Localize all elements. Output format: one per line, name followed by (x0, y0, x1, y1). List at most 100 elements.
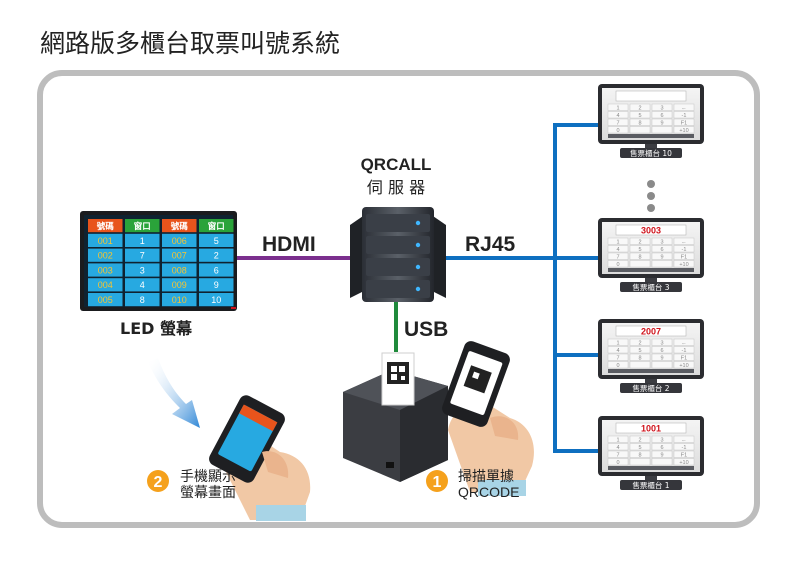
diagram-title: 網路版多櫃台取票叫號系統 (40, 29, 340, 58)
keypad-key-label: 7 (616, 453, 619, 459)
led-cell (88, 263, 123, 277)
keypad-key (629, 237, 651, 245)
counter-number-display (615, 90, 687, 102)
network-lines (237, 123, 598, 453)
led-cell-text: 6 (214, 265, 219, 275)
keypad-key (673, 443, 695, 451)
counter-number-display (615, 325, 687, 337)
keypad-key (673, 353, 695, 361)
led-header-cell (199, 219, 234, 233)
hdmi-label: HDMI (262, 233, 316, 256)
led-header-cell (125, 219, 160, 233)
counter-number-text: 2007 (641, 327, 661, 337)
keypad-key-label: 9 (660, 255, 663, 261)
keypad-key-label: 8 (638, 255, 641, 261)
counter-number-display (615, 422, 687, 434)
keypad-key-label: +10 (679, 128, 688, 134)
keypad-key-label: 4 (616, 348, 619, 354)
led-cell-text: 004 (98, 280, 113, 290)
keypad-key-label: F1 (681, 356, 687, 362)
keypad-key (607, 443, 629, 451)
keypad-key-label: 1 (616, 106, 619, 112)
led-cell (199, 248, 234, 262)
keypad-key-label: 7 (616, 121, 619, 127)
keypad-key-label: 9 (660, 453, 663, 459)
led-cell-text: 9 (214, 280, 219, 290)
led-cell (162, 278, 197, 292)
keypad-key (673, 458, 695, 466)
monitor-stand (620, 383, 682, 393)
keypad-key-label: 2 (638, 240, 641, 246)
keypad-key-label: 5 (638, 247, 641, 253)
arrow-icon (148, 358, 200, 428)
led-cell-text: 4 (140, 280, 145, 290)
keypad-key-label: 1 (616, 438, 619, 444)
server-subtitle: 伺 服 器 (367, 178, 425, 197)
keypad-key-label: 5 (638, 113, 641, 119)
keypad-key (629, 346, 651, 354)
keypad-key-label: 4 (616, 113, 619, 119)
keypad-key (673, 126, 695, 134)
keypad-key (607, 450, 629, 458)
led-cell (125, 263, 160, 277)
led-cell-text: 8 (140, 295, 145, 305)
keypad-key (629, 252, 651, 260)
keypad-key-label: 8 (638, 356, 641, 362)
step-1-line2: QRCODE (458, 484, 519, 500)
counter-name: 售票櫃台 1 (632, 480, 669, 490)
keypad-key (629, 435, 651, 443)
counter-name: 售票櫃台 10 (630, 148, 672, 158)
keypad-key (673, 260, 695, 268)
keypad-key-label: 9 (660, 356, 663, 362)
keypad-key-label: 0 (616, 363, 619, 369)
step-number-1: 1 (433, 474, 442, 491)
system-frame (37, 70, 760, 528)
keypad-key (607, 111, 629, 119)
keypad-key-label: 8 (638, 121, 641, 127)
keypad-bottom-bar (608, 268, 694, 272)
led-cell (162, 293, 197, 307)
led-cell (162, 248, 197, 262)
led-cell-text: 007 (172, 251, 187, 261)
led-cell-text: 10 (211, 295, 221, 305)
keypad-key-label: 3 (660, 106, 663, 112)
keypad-key (607, 346, 629, 354)
keypad-key-label: ← (681, 106, 687, 112)
step-1-line1: 掃描單據 (458, 468, 514, 485)
keypad-key (607, 338, 629, 346)
keypad-key-label: 7 (616, 356, 619, 362)
keypad-key (629, 361, 651, 369)
keypad-key (629, 103, 651, 111)
counter-name: 售票櫃台 2 (632, 383, 669, 393)
keypad-key (629, 245, 651, 253)
led-cell-text: 001 (98, 236, 113, 246)
keypad-key-label: +10 (679, 262, 688, 268)
keypad-key (629, 260, 651, 268)
counter-number-text: 3003 (641, 226, 661, 236)
monitor-stand (620, 148, 682, 158)
keypad-key (629, 338, 651, 346)
led-cell-text: 002 (98, 251, 113, 261)
keypad-key-label: 6 (660, 445, 663, 451)
led-cell-text: 008 (172, 265, 187, 275)
monitor-neck (645, 144, 657, 148)
keypad-key (651, 450, 673, 458)
keypad-key-label: 6 (660, 113, 663, 119)
keypad-key (607, 353, 629, 361)
keypad-key-label: F1 (681, 121, 687, 127)
led-cell (199, 233, 234, 247)
keypad-key (651, 103, 673, 111)
step-2-line1: 手機顯示 (180, 469, 236, 485)
receipt-printer-icon (343, 352, 448, 482)
keypad-key-label: 9 (660, 121, 663, 127)
led-cell-text: 009 (172, 280, 187, 290)
keypad-key-label: 5 (638, 445, 641, 451)
keypad-key-label: -1 (682, 113, 687, 119)
keypad-key-label: 0 (616, 460, 619, 466)
keypad-key (673, 450, 695, 458)
led-cell (199, 293, 234, 307)
led-cell (162, 263, 197, 277)
led-header-text: 窗口 (208, 221, 225, 232)
keypad-key-label: F1 (681, 453, 687, 459)
